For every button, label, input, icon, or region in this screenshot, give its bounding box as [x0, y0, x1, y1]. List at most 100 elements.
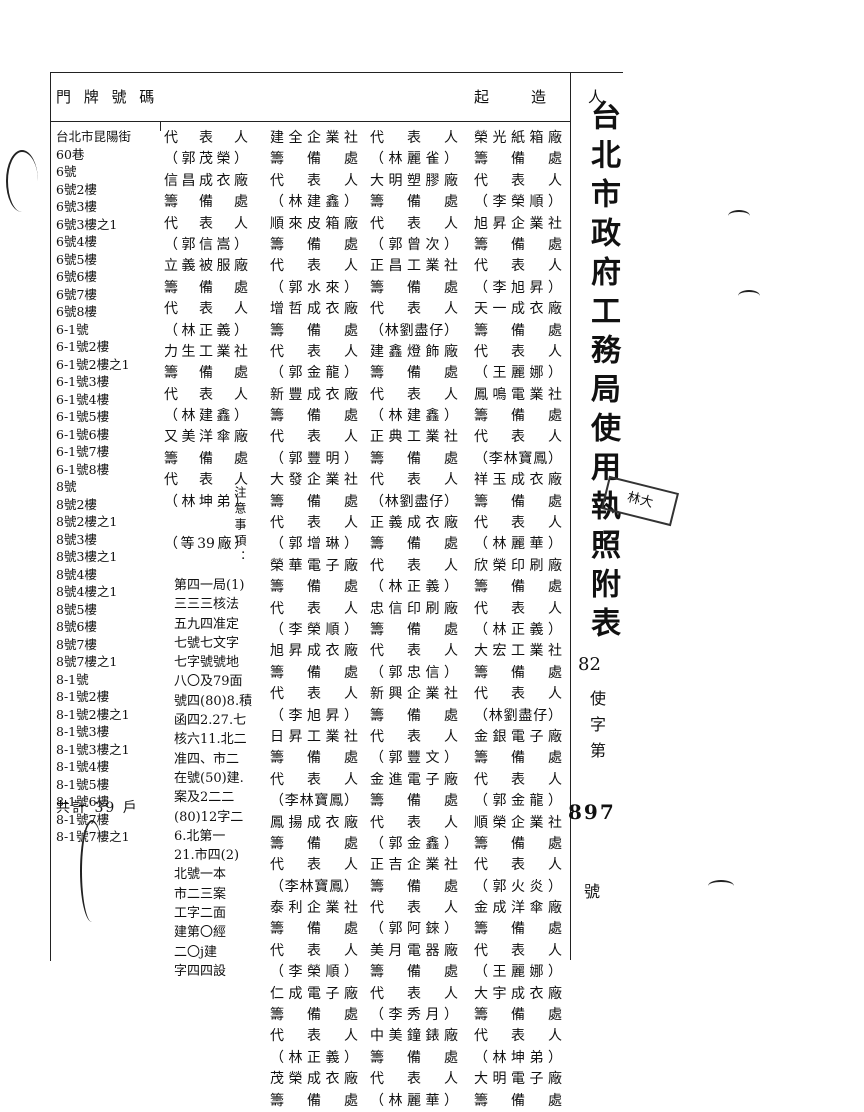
address-item: 台北市昆陽街 — [56, 129, 132, 144]
notes-block: 第四一局(1)三三三核法五九四准定七號七文字七字號號地八〇及79面號四(80)8… — [174, 576, 270, 981]
applicant-entry: 新豐成衣廠 — [270, 386, 358, 403]
applicant-entry: 代 表 人 — [474, 429, 562, 446]
address-item: 60巷 — [56, 146, 85, 162]
applicant-entry: 代 表 人 — [474, 857, 562, 874]
applicant-entry: （郭阿錸） — [370, 921, 458, 938]
applicant-entry: 美月電器廠 — [370, 942, 458, 959]
applicant-entry: （郭豐明） — [270, 450, 358, 467]
applicant-entry: 代 表 人 — [164, 301, 248, 318]
applicant-column-1: 代 表 人（郭茂榮）信昌成衣廠籌 備 處代 表 人（郭信嵩）立義被服廠籌 備 處… — [164, 128, 248, 556]
applicant-entry: 代 表 人 — [370, 900, 458, 917]
applicant-entry: 茂榮成衣廠 — [270, 1071, 358, 1088]
applicant-entry: （李榮順） — [270, 964, 358, 981]
scan-mark — [6, 150, 38, 212]
address-item: 8-1號7樓之1 — [56, 829, 130, 844]
note-line: 第四一局(1) — [174, 578, 245, 593]
address-item: 6-1號7樓 — [56, 444, 110, 459]
applicant-entry: 籌 備 處 — [370, 793, 458, 810]
applicant-entry: （郭火炎） — [474, 878, 562, 895]
note-line: 二〇j建 — [174, 944, 218, 960]
address-item: 8號5樓 — [56, 601, 97, 617]
applicant-entry: 籌 備 處 — [370, 1049, 458, 1066]
applicant-entry: （李林寶鳳） — [270, 878, 358, 895]
applicant-entry: 籌 備 處 — [474, 750, 562, 767]
applicant-entry: 代 表 人 — [270, 857, 358, 874]
note-line: 七號七文字 — [174, 635, 240, 651]
address-item: 8號7樓之1 — [56, 654, 118, 669]
address-item: 8-1號2樓之1 — [56, 706, 130, 722]
applicant-entry: 順榮企業社 — [474, 814, 562, 831]
applicant-entry: 代 表 人 — [270, 600, 358, 617]
applicant-entry: 代 表 人 — [164, 472, 248, 489]
applicant-entry: 籌 備 處 — [270, 921, 358, 938]
applicant-entry: 代 表 人 — [370, 1071, 458, 1088]
applicant-entry: 籌 備 處 — [270, 835, 358, 852]
address-item: 6-1號5樓 — [56, 409, 110, 424]
address-item: 6-1號3樓 — [56, 374, 110, 389]
applicant-entry: 新興企業社 — [370, 686, 458, 703]
applicant-entry: 籌 備 處 — [474, 322, 562, 339]
applicant-column-4: 榮光紙箱廠籌 備 處代 表 人（李榮順）旭昇企業社籌 備 處代 表 人（李旭昇）… — [474, 128, 562, 1112]
applicant-entry: 大明電子廠 — [474, 1071, 562, 1088]
applicant-entry: 籌 備 處 — [474, 408, 562, 425]
applicant-entry: 籌 備 處 — [270, 236, 358, 253]
applicant-entry: 代 表 人 — [474, 686, 562, 703]
applicant-entry: （郭金龍） — [270, 365, 358, 382]
address-item: 6號3樓之1 — [56, 216, 118, 232]
applicant-entry: 中美鐘錶廠 — [370, 1028, 458, 1045]
applicant-entry: 籌 備 處 — [474, 835, 562, 852]
address-item: 8-1號4樓 — [56, 759, 110, 774]
applicant-entry: 忠信印刷廠 — [370, 600, 458, 617]
applicant-entry: （林建鑫） — [164, 408, 248, 425]
applicant-entry: 增哲成衣廠 — [270, 301, 358, 318]
document-title: 台北市政府工務局使用執照附表 — [585, 100, 620, 646]
applicant-entry: （李旭昇） — [270, 707, 358, 724]
note-line: 建第〇經 — [174, 925, 227, 941]
applicant-entry: 代 表 人 — [370, 130, 458, 146]
applicant-entry: 代 表 人 — [474, 1028, 562, 1045]
note-line: (80)12字二 — [174, 809, 244, 825]
applicant-entry: 大宇成衣廠 — [474, 985, 562, 1002]
applicant-entry: 建全企業社 — [270, 130, 358, 146]
applicant-entry: 代 表 人 — [370, 985, 458, 1002]
applicant-entry: 籌 備 處 — [270, 1007, 358, 1024]
applicant-entry: （李榮順） — [474, 194, 562, 211]
household-total: 共計 39 戶 — [56, 800, 139, 816]
applicant-entry: 籌 備 處 — [370, 878, 458, 895]
applicant-entry: 籌 備 處 — [270, 322, 358, 339]
applicant-entry: 大宏工業社 — [474, 643, 562, 660]
license-label: 使字第 — [587, 690, 606, 768]
applicant-entry: 祥玉成衣廠 — [474, 472, 562, 489]
applicant-entry: （李林寶鳳） — [474, 450, 562, 467]
applicant-entry: （郭信嵩） — [164, 236, 248, 253]
applicant-entry: （林坤弟） — [474, 1049, 562, 1066]
address-item: 8-1號2樓 — [56, 689, 110, 704]
address-item: 6-1號8樓 — [56, 461, 110, 477]
applicant-entry: （林正義） — [164, 322, 248, 339]
applicant-entry: 代 表 人 — [164, 386, 248, 403]
address-item: 8號3樓 — [56, 531, 97, 547]
applicant-entry: 金成洋傘廠 — [474, 900, 562, 917]
applicant-entry: 立義被服廠 — [164, 258, 248, 275]
applicant-entry: 代 表 人 — [270, 172, 358, 189]
applicant-entry: 大明塑膠廠 — [370, 172, 458, 189]
form-frame — [50, 72, 623, 961]
applicant-entry: 泰利企業社 — [270, 900, 358, 917]
applicant-entry: 籌 備 處 — [270, 1092, 358, 1109]
applicant-entry: 籌 備 處 — [370, 365, 458, 382]
note-line: 北號一本 — [174, 867, 227, 883]
applicant-column-2: 建全企業社籌 備 處代 表 人（林建鑫）順來皮箱廠籌 備 處代 表 人（郭水來）… — [270, 128, 358, 1112]
applicant-entry: （林建鑫） — [370, 408, 458, 425]
applicant-entry: 建鑫燈飾廠 — [370, 343, 458, 360]
applicant-entry: 旭昇成衣廠 — [270, 643, 358, 660]
address-item: 6-1號4樓 — [56, 391, 110, 407]
applicant-entry: （郭增琳） — [270, 536, 358, 553]
address-item: 8號2樓 — [56, 496, 97, 512]
address-item: 8號2樓之1 — [56, 514, 118, 529]
applicant-entry: （郭金鑫） — [370, 835, 458, 852]
scan-mark — [728, 210, 750, 222]
applicant-entry: （林正義） — [270, 1049, 358, 1066]
note-line: 號四(80)8.積 — [174, 693, 253, 709]
applicant-entry: 正吉企業社 — [370, 857, 458, 874]
applicant-entry: 鳳鳴電業社 — [474, 386, 562, 403]
